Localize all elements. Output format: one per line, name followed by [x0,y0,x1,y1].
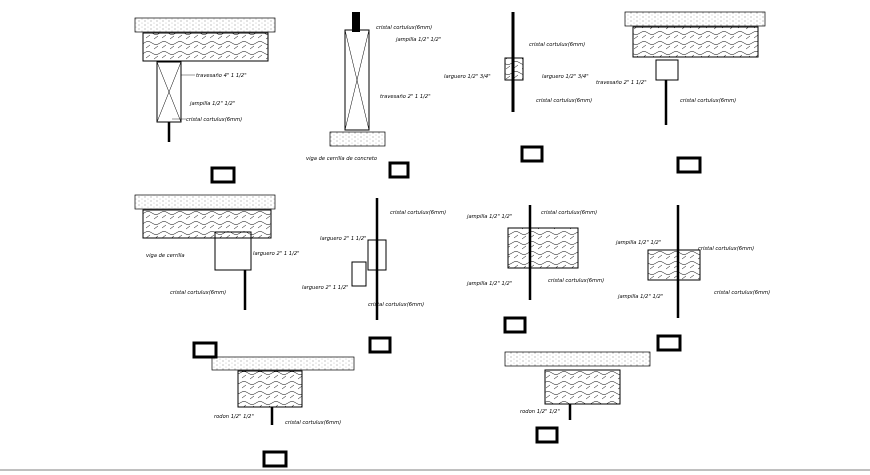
detail-8: jampilla 1/2" 1/2" cristal cortulux(6mm)… [615,205,770,352]
label-cristal: cristal cortulux(6mm) [376,25,432,31]
section-mark [388,161,410,179]
label-travesano: travesaño 2" 1 1/2" [380,94,431,100]
section-mark [503,316,527,334]
label-cristal-top: cristal cortulux(6mm) [698,246,754,252]
post-frame [344,29,370,131]
detail-1: travesaño 4" 1 1/2" jampilla 1/2" 1/2" c… [134,17,276,142]
label-rodon: rodon 1/2" 1/2" [520,409,560,415]
section-mark [192,341,218,359]
label-cristal: cristal cortulux(6mm) [186,117,242,123]
section-mark [520,145,544,163]
label-travesano: travesaño 2" 1 1/2" [596,80,647,86]
detail-6: cristal cortulux(6mm) larguero 2" 1 1/2"… [302,198,446,354]
section-mark [368,336,392,354]
label-cristal-bottom: cristal cortulux(6mm) [536,98,592,104]
slab [134,17,276,33]
detail-3: cristal cortulux(6mm) larguero 1/2" 3/4"… [444,12,592,163]
label-larguero-right: larguero 1/2" 3/4" [542,74,589,80]
label-larguero: larguero 2" 1 1/2" [253,251,300,257]
section-mark [656,334,682,352]
section-mark [262,450,288,468]
label-cristal: cristal cortulux(6mm) [285,420,341,426]
label-jampilla-top: jampilla 1/2" 1/2" [466,214,512,220]
label-jampilla: jampilla 1/2" 1/2" [395,37,441,43]
detail-5: viga de cerrilla larguero 2" 1 1/2" cris… [134,194,300,310]
label-jampilla-bottom: jampilla 1/2" 1/2" [466,281,512,287]
section-mark [676,156,702,174]
label-viga: viga de cerrilla de concreto [306,156,377,162]
detail-7: jampilla 1/2" 1/2" cristal cortulux(6mm)… [466,205,604,334]
label-cristal: cristal cortulux(6mm) [529,42,585,48]
base-slab [329,131,386,147]
label-cristal-top: cristal cortulux(6mm) [541,210,597,216]
label-cristal-bottom: cristal cortulux(6mm) [714,290,770,296]
label-jampilla-bottom: jampilla 1/2" 1/2" [617,294,663,300]
label-cristal-bottom: cristal cortulux(6mm) [368,302,424,308]
label-rodon: rodon 1/2" 1/2" [214,414,254,420]
beam-wood [142,32,269,62]
detail-10: rodon 1/2" 1/2" [504,351,651,444]
label-jampilla: jampilla 1/2" 1/2" [189,101,235,107]
label-cristal: cristal cortulux(6mm) [680,98,736,104]
label-cristal: cristal cortulux(6mm) [170,290,226,296]
label-cristal: cristal cortulux(6mm) [390,210,446,216]
label-larguero-left: larguero 1/2" 3/4" [444,74,491,80]
section-mark [535,426,559,444]
label-viga: viga de cerrilla [146,253,185,259]
detail-2: cristal cortulux(6mm) jampilla 1/2" 1/2"… [306,12,441,179]
label-larguero-bottom: larguero 2" 1 1/2" [302,285,349,291]
label-jampilla-top: jampilla 1/2" 1/2" [615,240,661,246]
label-travesano: travesaño 4" 1 1/2" [196,73,247,79]
label-cristal-bottom: cristal cortulux(6mm) [548,278,604,284]
detail-4: travesaño 2" 1 1/2" cristal cortulux(6mm… [596,11,766,174]
label-larguero-top: larguero 2" 1 1/2" [320,236,367,242]
detail-9: rodon 1/2" 1/2" cristal cortulux(6mm) [192,341,355,468]
section-mark [210,166,236,184]
